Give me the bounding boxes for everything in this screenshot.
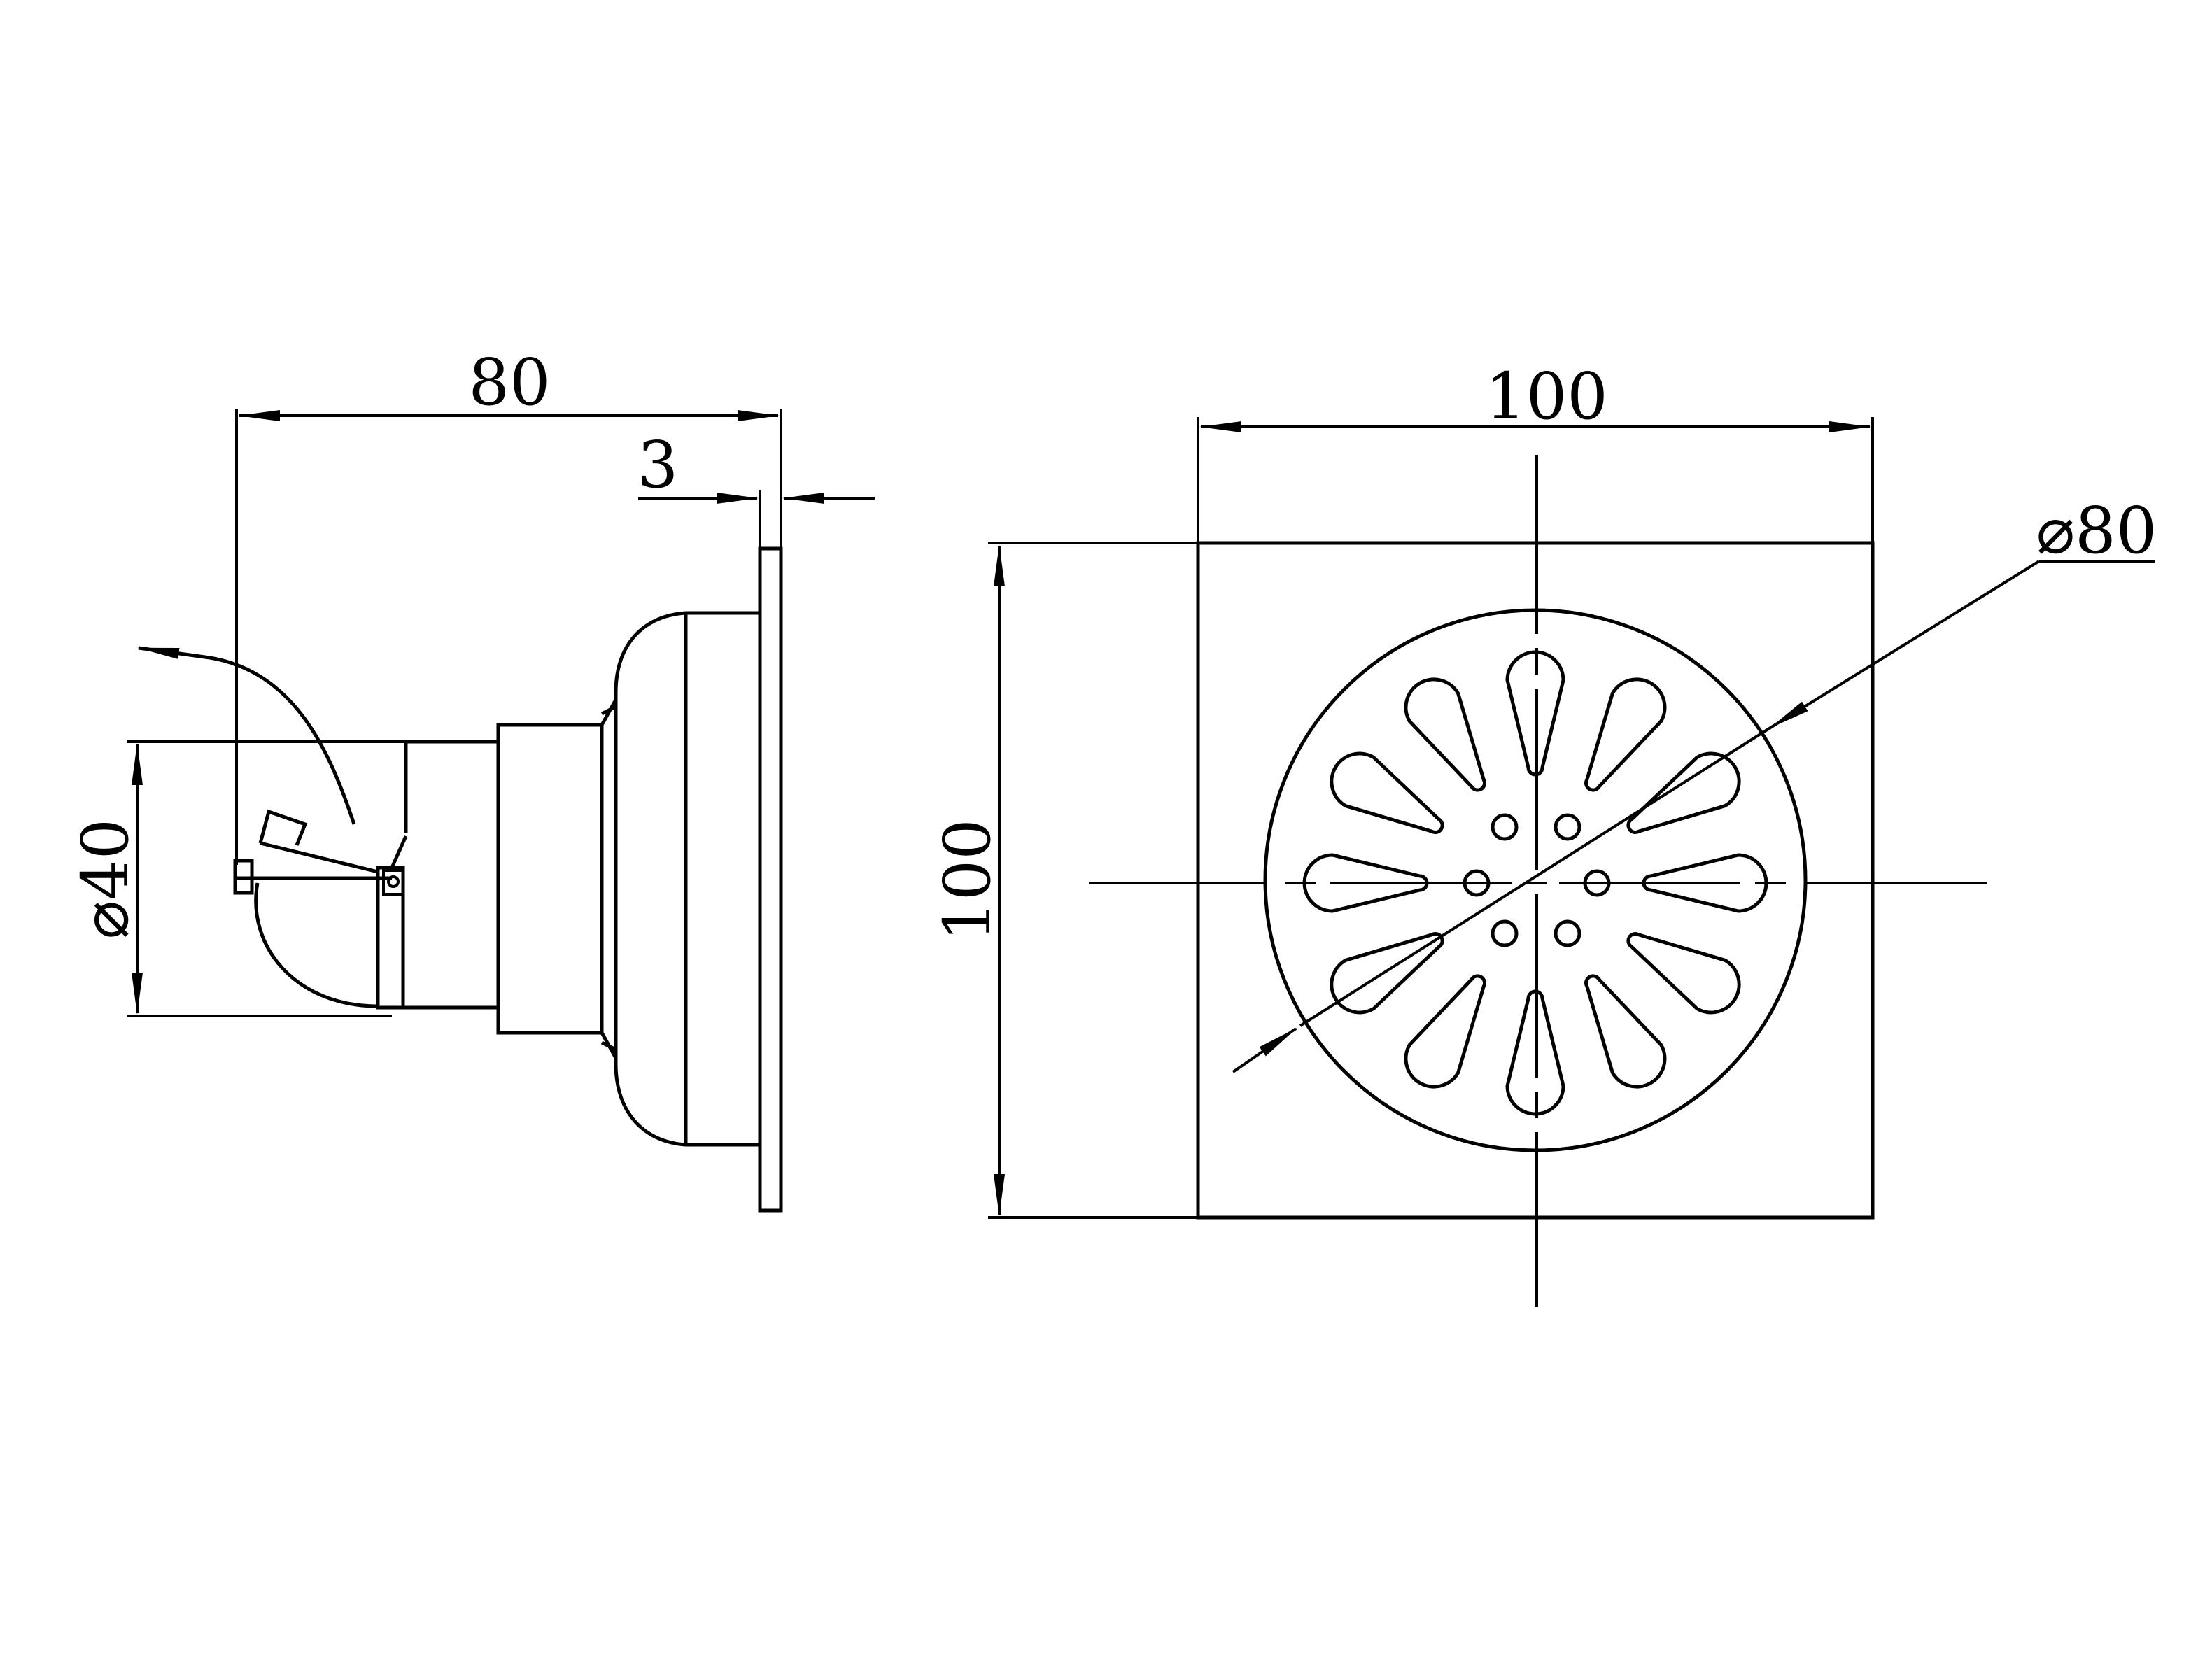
grate-slot	[1404, 677, 1486, 792]
grate-slot	[1505, 989, 1565, 1116]
dimension-dia80-label: ⌀80	[2036, 493, 2157, 568]
grate-slot	[1584, 974, 1667, 1089]
check-valve-flap	[233, 809, 408, 1010]
dimension-100-height: 100	[930, 542, 1198, 1219]
dimension-dia40: ⌀40	[68, 740, 406, 1017]
grate-hole	[1491, 919, 1519, 947]
flange-plate	[758, 546, 783, 1213]
grate-slot	[1505, 650, 1565, 777]
outlet-pipe	[392, 740, 498, 1010]
dimension-dia40-label: ⌀40	[68, 819, 143, 939]
neck	[496, 698, 618, 1059]
grate-slot	[1584, 677, 1667, 792]
rotation-arrow	[137, 646, 356, 825]
grate-hole	[1491, 813, 1519, 841]
dimension-100-height-label: 100	[930, 819, 1005, 942]
dimension-dia80: ⌀80	[1232, 493, 2157, 1073]
grate-slot	[1626, 932, 1741, 1015]
grate-hole	[1554, 813, 1581, 841]
dimension-80-label: 80	[468, 345, 550, 420]
dimension-3: 3	[637, 428, 875, 549]
grate-hole	[1463, 869, 1491, 897]
body-collar	[600, 611, 760, 1147]
grate-hole	[1583, 869, 1611, 897]
center-lines	[1089, 455, 1987, 1307]
grate-slot	[1642, 853, 1768, 913]
grate-slot	[1302, 853, 1429, 913]
side-view: 80 3 ⌀40	[68, 345, 875, 1213]
grate-hole	[1554, 919, 1581, 947]
top-view: 100 100 ⌀80	[930, 359, 2157, 1307]
dimension-3-label: 3	[637, 428, 679, 502]
dimension-100-width-label: 100	[1485, 359, 1608, 434]
grate-slot	[1330, 751, 1444, 834]
dimension-100-width: 100	[1197, 359, 1874, 543]
grate-slot	[1404, 974, 1486, 1089]
grate-holes	[1463, 813, 1611, 947]
dimension-80: 80	[235, 345, 782, 865]
grate-slot	[1626, 751, 1741, 834]
